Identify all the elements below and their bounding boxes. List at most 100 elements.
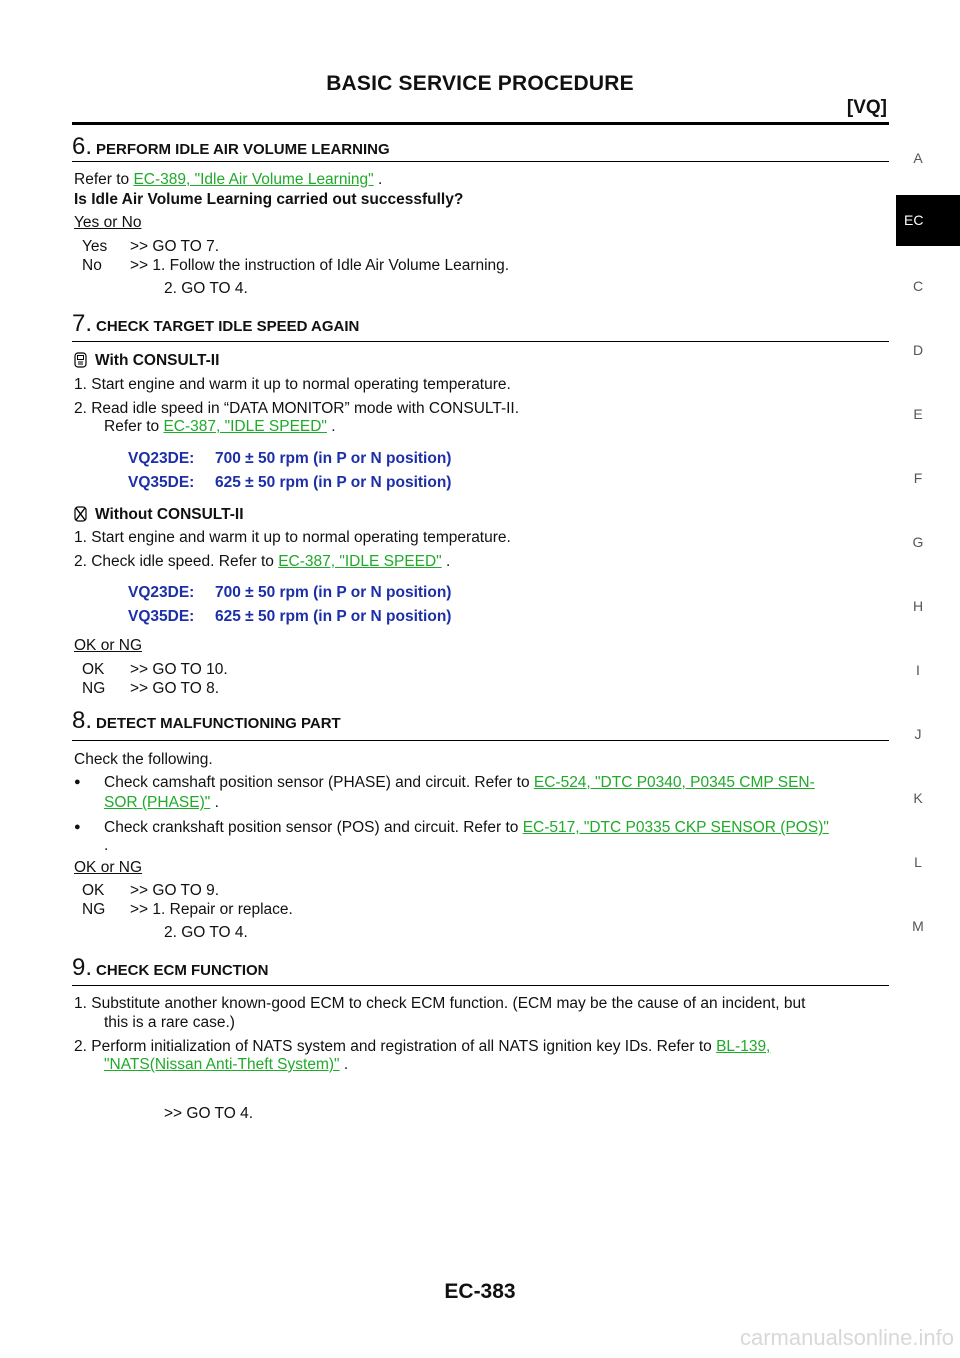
refer-suffix: .	[446, 553, 451, 570]
refer-prefix: Refer to	[74, 171, 130, 188]
section-6-result-yes-value: >> GO TO 7.	[130, 238, 220, 255]
without-consult-step-1: 1. Start engine and warm it up to normal…	[74, 529, 511, 546]
section-6-heading: 6.PERFORM IDLE AIR VOLUME LEARNING	[72, 133, 889, 161]
spec-value: 625 ± 50 rpm (in P or N position)	[215, 608, 452, 625]
section-8-result-ng-continued: 2. GO TO 4.	[164, 924, 248, 941]
side-index-k[interactable]: K	[913, 790, 923, 806]
side-index-j[interactable]: J	[914, 726, 922, 742]
side-index-c[interactable]: C	[912, 278, 924, 294]
bullet-2: ●	[74, 821, 81, 833]
side-index-i[interactable]: I	[916, 662, 920, 678]
section-7-result-ok-value: >> GO TO 10.	[130, 661, 228, 678]
section-9-number: 9.	[72, 954, 93, 981]
section-7-result-ng-value: >> GO TO 8.	[130, 680, 220, 697]
section-7-decision: OK or NG	[74, 637, 143, 654]
section-7-result-ok-key: OK	[82, 661, 105, 678]
link-ec-389[interactable]: EC-389, "Idle Air Volume Learning"	[133, 171, 374, 188]
section-8-heading: 8.DETECT MALFUNCTIONING PART	[72, 707, 889, 735]
side-index-e[interactable]: E	[913, 406, 923, 422]
with-consult-step-1: 1. Start engine and warm it up to normal…	[74, 376, 511, 393]
with-consult-step-2: 2. Read idle speed in “DATA MONITOR” mod…	[74, 400, 520, 417]
refer-suffix: .	[214, 794, 219, 811]
section-9-result: >> GO TO 4.	[164, 1105, 254, 1122]
side-index-h[interactable]: H	[912, 598, 924, 614]
side-index-f[interactable]: F	[913, 470, 923, 486]
section-9-heading: 9.CHECK ECM FUNCTION	[72, 954, 889, 982]
section-6-result-yes-key: Yes	[82, 238, 108, 255]
section-7-number: 7.	[72, 310, 93, 337]
refer-suffix: .	[377, 171, 383, 188]
side-index-a[interactable]: A	[913, 150, 923, 166]
spec-value: 625 ± 50 rpm (in P or N position)	[215, 474, 452, 491]
section-9-step-1: 1. Substitute another known-good ECM to …	[74, 995, 806, 1012]
bullet-text: Check camshaft position sensor (PHASE) a…	[104, 774, 530, 791]
section-8-result-ok-key: OK	[82, 882, 105, 899]
section-8-result-ng-value: >> 1. Repair or replace.	[130, 901, 293, 918]
spec-model: VQ35DE:	[128, 608, 195, 625]
section-6-result-no-key: No	[82, 257, 102, 274]
refer-prefix: Refer to	[104, 418, 160, 435]
section-6-question: Is Idle Air Volume Learning carried out …	[74, 191, 464, 208]
with-consult-label: With CONSULT-II	[95, 352, 220, 369]
page-number: EC-383	[444, 1280, 516, 1303]
spec-value: 700 ± 50 rpm (in P or N position)	[215, 450, 452, 467]
side-index-l[interactable]: L	[914, 854, 922, 870]
link-ec-517-ckp-sensor[interactable]: EC-517, "DTC P0335 CKP SENSOR (POS)"	[522, 819, 829, 836]
spec-vq35de-2: VQ35DE: 625 ± 50 rpm (in P or N position)	[128, 608, 451, 626]
section-7-rule	[72, 341, 889, 342]
section-9-step-2-cont: "NATS(Nissan Anti-Theft System)" .	[104, 1055, 348, 1075]
section-6-decision: Yes or No	[74, 214, 142, 231]
bullet-1: ●	[74, 776, 81, 788]
section-8-bullet-2-suffix: .	[104, 837, 109, 854]
header-rule	[72, 122, 889, 125]
bullet-text: Check crankshaft position sensor (POS) a…	[104, 819, 519, 836]
section-8-number: 8.	[72, 707, 93, 734]
link-ec-524-cmp-sensor[interactable]: EC-524, "DTC P0340, P0345 CMP SEN-	[533, 774, 815, 791]
section-8-decision: OK or NG	[74, 859, 143, 876]
section-8-title: DETECT MALFUNCTIONING PART	[96, 715, 341, 732]
spec-vq23de: VQ23DE: 700 ± 50 rpm (in P or N position)	[128, 450, 451, 468]
link-ec-387-idle-speed[interactable]: EC-387, "IDLE SPEED"	[163, 418, 327, 435]
link-bl-139[interactable]: BL-139,	[716, 1038, 771, 1055]
side-index-m[interactable]: M	[912, 918, 924, 934]
side-index-d[interactable]: D	[912, 342, 924, 358]
section-7-result-ng-key: NG	[82, 680, 106, 697]
link-bl-139-nats[interactable]: "NATS(Nissan Anti-Theft System)"	[104, 1056, 340, 1073]
side-index-g[interactable]: G	[912, 534, 924, 550]
with-consult-refer: Refer to EC-387, "IDLE SPEED" .	[104, 417, 336, 437]
refer-suffix: .	[331, 418, 336, 435]
section-6-refer: Refer to EC-389, "Idle Air Volume Learni…	[74, 170, 382, 190]
spec-model: VQ23DE:	[128, 450, 195, 467]
section-6-number: 6.	[72, 133, 93, 160]
spec-vq35de: VQ35DE: 625 ± 50 rpm (in P or N position)	[128, 474, 451, 492]
section-8-intro: Check the following.	[74, 751, 213, 768]
without-consult-step-2: 2. Check idle speed. Refer to EC-387, "I…	[74, 552, 450, 572]
section-9-step-1-cont: this is a rare case.)	[104, 1014, 235, 1031]
section-6-result-no-value: >> 1. Follow the instruction of Idle Air…	[130, 257, 510, 274]
section-8-rule	[72, 740, 889, 741]
step-text: 2. Perform initialization of NATS system…	[74, 1038, 712, 1055]
section-9-rule	[72, 985, 889, 986]
no-consult-icon	[74, 506, 87, 522]
spec-model: VQ35DE:	[128, 474, 195, 491]
section-8-bullet-2: Check crankshaft position sensor (POS) a…	[104, 818, 829, 838]
step-text: 2. Check idle speed. Refer to	[74, 553, 274, 570]
watermark: carmanualsonline.info	[592, 1318, 960, 1358]
page-header-title: BASIC SERVICE PROCEDURE	[326, 72, 634, 95]
link-ec-387-idle-speed-2[interactable]: EC-387, "IDLE SPEED"	[278, 553, 442, 570]
spec-value: 700 ± 50 rpm (in P or N position)	[215, 584, 452, 601]
section-8-result-ok-value: >> GO TO 9.	[130, 882, 220, 899]
spec-model: VQ23DE:	[128, 584, 195, 601]
spec-vq23de-2: VQ23DE: 700 ± 50 rpm (in P or N position)	[128, 584, 451, 602]
engine-code-label: [VQ]	[846, 97, 887, 118]
link-ec-524-cmp-sensor-cont[interactable]: SOR (PHASE)"	[104, 794, 211, 811]
consult-tool-icon	[74, 352, 87, 368]
section-8-bullet-1-cont: SOR (PHASE)" .	[104, 793, 219, 813]
section-9-title: CHECK ECM FUNCTION	[96, 962, 269, 979]
side-index-ec-active[interactable]: EC	[896, 195, 960, 246]
section-6-title: PERFORM IDLE AIR VOLUME LEARNING	[96, 141, 390, 158]
section-6-result-no-continued: 2. GO TO 4.	[164, 280, 248, 297]
section-8-result-ng-key: NG	[82, 901, 106, 918]
refer-suffix: .	[343, 1056, 349, 1073]
section-6-rule	[72, 161, 889, 162]
